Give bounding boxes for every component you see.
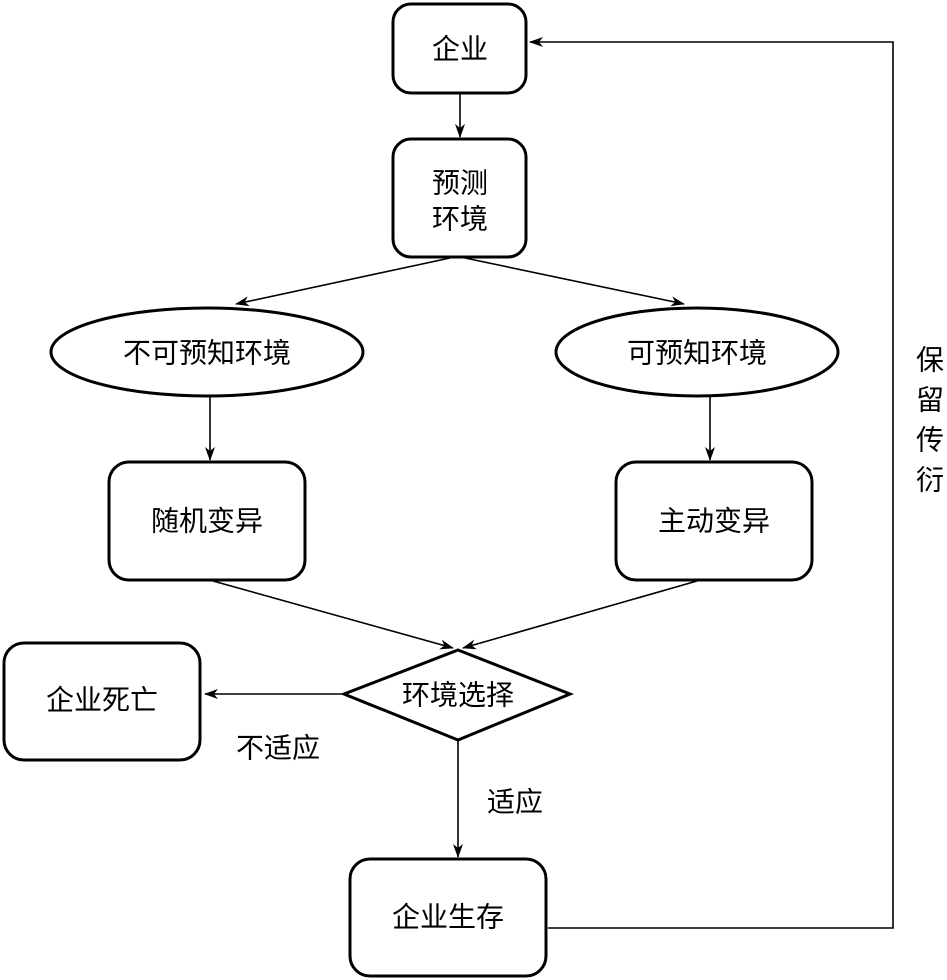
node-predict-environment: 预测 环境 [391,137,528,259]
node-predictable-environment: 可预知环境 [554,306,840,398]
death-label: 企业死亡 [46,684,158,717]
node-environment-selection: 环境选择 [339,648,575,742]
random-variation-box [107,460,307,582]
predictable-ellipse [554,306,840,398]
retain-char-1: 保 [916,344,944,377]
node-enterprise-survival: 企业生存 [348,857,548,978]
unpredictable-ellipse [49,306,365,398]
adapted-label: 适应 [487,786,543,819]
node-enterprise: 企业 [391,2,528,95]
not-adapted-label: 不适应 [236,732,320,765]
node-unpredictable-environment: 不可预知环境 [49,306,365,398]
node-random-variation: 随机变异 [107,460,307,582]
predict-box [391,137,528,259]
enterprise-label: 企业 [432,33,488,66]
edge-survival-to-enterprise [529,37,894,929]
selection-diamond [339,648,575,742]
edge-random-to-selection [212,580,454,650]
edge-predict-to-unpredictable [235,257,451,307]
edge-active-to-selection [462,580,698,650]
edges [204,37,894,929]
random-variation-label: 随机变异 [151,505,263,538]
death-box [2,641,202,762]
retain-char-4: 衍 [916,464,944,497]
retain-char-2: 留 [916,384,944,417]
retain-char-3: 传 [916,424,944,457]
enterprise-box [391,2,528,95]
survival-box [348,857,548,978]
node-enterprise-death: 企业死亡 [2,641,202,762]
active-variation-box [614,460,814,582]
edge-predict-to-predictable [464,257,685,307]
survival-label: 企业生存 [392,901,504,934]
selection-label: 环境选择 [402,679,514,712]
active-variation-label: 主动变异 [658,505,770,538]
node-active-variation: 主动变异 [614,460,814,582]
predict-label-line2: 环境 [432,203,488,236]
predict-label-line1: 预测 [432,167,488,200]
retain-inherit-label: 保 留 传 衍 [916,344,944,497]
unpredictable-label: 不可预知环境 [123,337,291,370]
predictable-label: 可预知环境 [627,337,767,370]
